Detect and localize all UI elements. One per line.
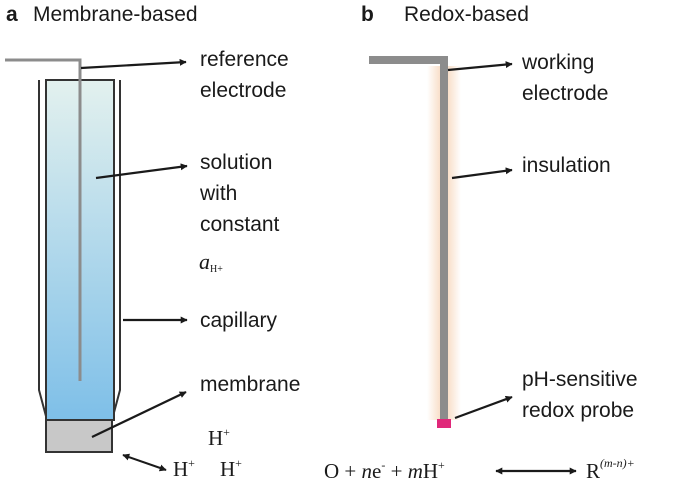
arrow-insulation xyxy=(451,167,513,180)
equation-right: R(m-n)+ xyxy=(586,456,635,483)
arrow-working xyxy=(447,61,513,72)
label-solution-2: with xyxy=(199,182,237,205)
label-probe-1: pH-sensitive xyxy=(522,368,638,391)
equation-left: O + ne- + mH+ xyxy=(324,458,445,483)
label-solution-3: constant xyxy=(200,213,280,236)
label-membrane: membrane xyxy=(200,373,300,396)
label-working-2: electrode xyxy=(522,82,608,105)
label-insulation: insulation xyxy=(522,154,611,177)
arrow-ion-exchange xyxy=(122,453,167,472)
label-working-1: working xyxy=(521,51,594,74)
redox-probe xyxy=(437,419,451,428)
label-capillary: capillary xyxy=(200,309,278,332)
label-reference-2: electrode xyxy=(200,79,286,102)
ion-h-left: H+ xyxy=(173,456,195,481)
reference-electrode-wire xyxy=(5,58,82,381)
arrow-probe xyxy=(454,395,513,420)
panel-b-letter: b xyxy=(361,3,374,26)
ion-h-right: H+ xyxy=(220,456,242,481)
arrow-solution xyxy=(95,163,188,180)
panel-b: b Redox-based working electrode insulati… xyxy=(324,3,638,483)
arrow-membrane xyxy=(91,391,187,438)
panel-a-title: Membrane-based xyxy=(33,3,198,26)
panel-b-title: Redox-based xyxy=(404,3,529,26)
working-electrode xyxy=(369,56,448,420)
arrow-reference xyxy=(80,58,187,70)
ion-h-top: H+ xyxy=(208,425,230,450)
label-probe-2: redox probe xyxy=(522,399,634,422)
label-solution-1: solution xyxy=(200,151,272,174)
membrane-block xyxy=(45,419,113,453)
panel-a-letter: a xyxy=(6,3,18,26)
label-reference-1: reference xyxy=(200,48,289,71)
label-activity: aH+ xyxy=(199,249,223,275)
panel-a: a Membrane-based reference electrode sol… xyxy=(5,3,300,481)
